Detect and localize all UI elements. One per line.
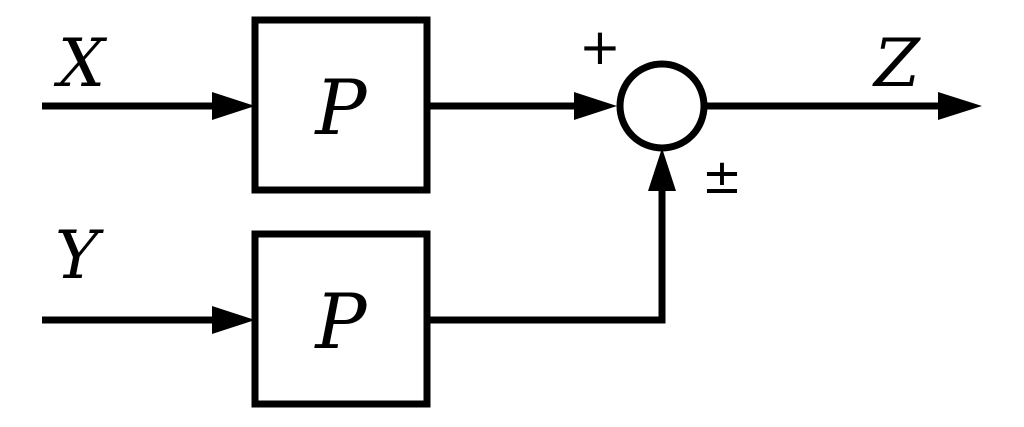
bottom-p-block-label: P bbox=[313, 277, 368, 366]
summing-plus-sign: + bbox=[579, 18, 621, 76]
bottom-p-block bbox=[251, 230, 431, 408]
bottom-block-output-arrowhead bbox=[648, 148, 676, 191]
input-y-label: Y bbox=[55, 217, 104, 294]
output-z-label: Z bbox=[872, 25, 921, 102]
output-z-arrowhead bbox=[938, 92, 982, 120]
bottom-block-output-wire bbox=[427, 178, 666, 324]
top-block-output-arrowhead bbox=[574, 92, 617, 120]
input-x-label: X bbox=[53, 25, 108, 102]
top-p-block-label: P bbox=[313, 63, 368, 152]
summing-junction bbox=[616, 60, 708, 152]
input-y-arrowhead bbox=[212, 306, 255, 334]
summing-plus-minus-sign: ± bbox=[702, 149, 742, 205]
input-x-arrowhead bbox=[212, 92, 255, 120]
